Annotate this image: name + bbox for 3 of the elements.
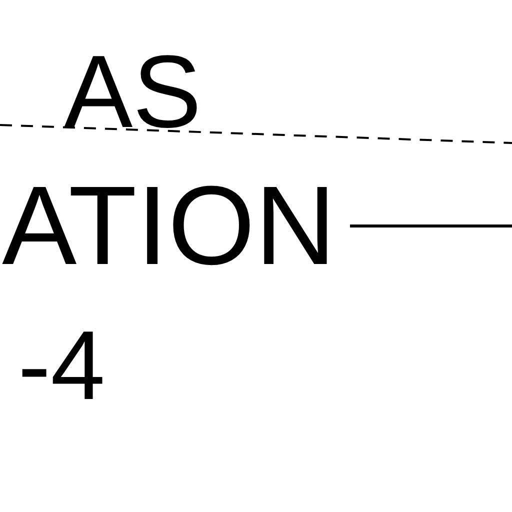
drawing-text: AS <box>64 40 202 143</box>
drawing-text: -4 <box>18 316 106 414</box>
drawing-text: ATION <box>2 170 336 282</box>
